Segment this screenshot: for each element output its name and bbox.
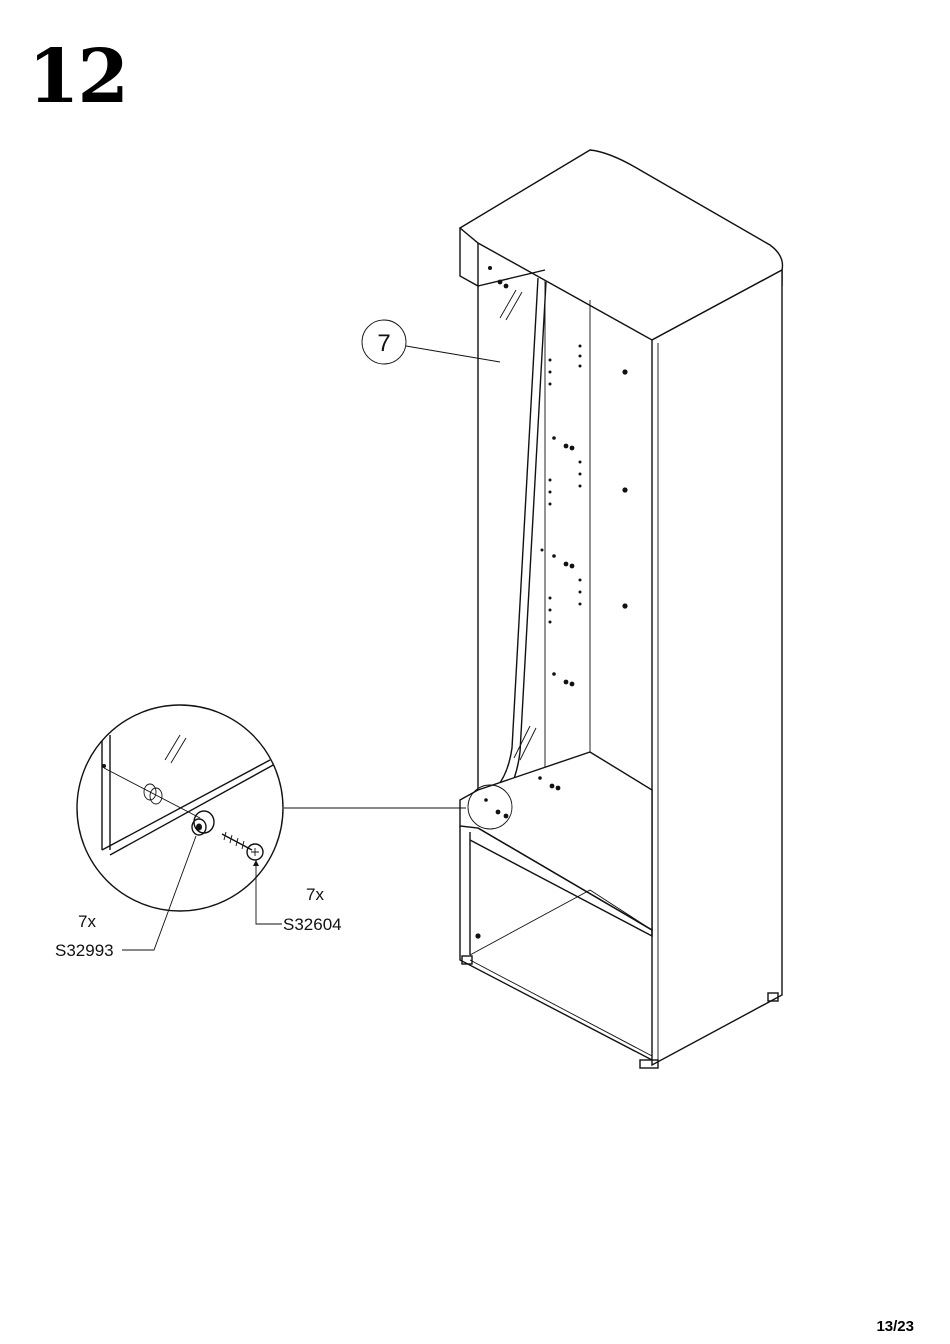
- back-panel: [545, 280, 590, 770]
- callout-part-number: 7: [377, 330, 390, 357]
- hardware-quantity: 7x: [306, 885, 324, 904]
- detail-view: [77, 705, 466, 911]
- bench-shelf: [460, 752, 652, 930]
- page-number: 13/23: [876, 1318, 914, 1335]
- right-side-panel: [652, 270, 782, 1065]
- hardware-code: S32993: [55, 941, 114, 960]
- mirror-panel: [478, 278, 538, 800]
- hardware-list: 7x S32993 7x S32604: [55, 836, 342, 960]
- part-callout: 7: [362, 320, 500, 364]
- left-side-panel: [478, 270, 545, 800]
- hardware-item: 7x S32604: [256, 880, 342, 934]
- cam-lock-icon: [192, 811, 214, 835]
- hardware-code: S32604: [283, 915, 342, 934]
- hardware-quantity: 7x: [78, 912, 96, 931]
- cabinet: [460, 150, 783, 1068]
- hardware-item: 7x S32993: [55, 836, 196, 960]
- screw-icon: [222, 832, 263, 860]
